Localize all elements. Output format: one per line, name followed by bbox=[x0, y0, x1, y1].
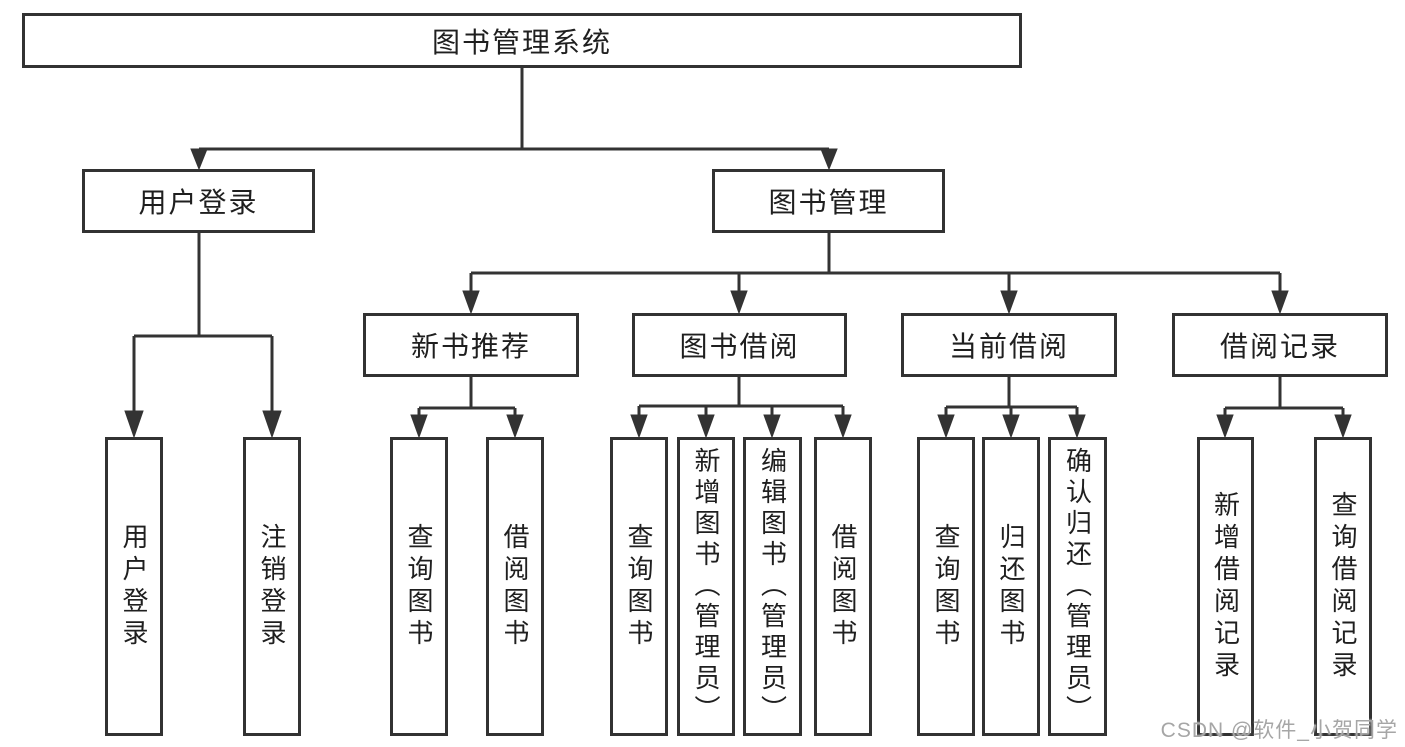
arrowhead bbox=[834, 414, 852, 439]
node-book-mgmt: 图书管理 bbox=[712, 169, 945, 233]
node-borrow-record: 借阅记录 bbox=[1172, 313, 1388, 377]
csdn-watermark: CSDN @软件_小贺同学 bbox=[1160, 719, 1398, 742]
branch-current-borrow bbox=[937, 377, 1086, 439]
branch-root bbox=[190, 68, 838, 171]
node-root: 图书管理系统 bbox=[22, 13, 1022, 68]
leaf-label: 借阅图书 bbox=[500, 522, 530, 651]
leaf-label: 查询图书 bbox=[624, 522, 654, 651]
arrowhead bbox=[630, 414, 648, 439]
branch-book-borrow bbox=[630, 377, 852, 439]
arrowhead bbox=[1068, 414, 1086, 439]
arrowhead bbox=[262, 410, 282, 439]
leaf-add-book-admin: 新增图书（管理员） bbox=[677, 437, 735, 736]
arrowhead bbox=[1334, 414, 1352, 439]
leaf-label: 编辑图书（管理员） bbox=[757, 447, 788, 726]
leaf-edit-book-admin: 编辑图书（管理员） bbox=[743, 437, 802, 736]
arrowhead bbox=[730, 290, 748, 315]
leaf-query-book-recommend: 查询图书 bbox=[390, 437, 448, 736]
node-current-borrow: 当前借阅 bbox=[901, 313, 1117, 377]
arrowhead bbox=[763, 414, 781, 439]
arrowhead bbox=[506, 414, 524, 439]
arrowhead bbox=[1000, 290, 1018, 315]
leaf-borrow-book-recommend: 借阅图书 bbox=[486, 437, 544, 736]
arrowhead bbox=[410, 414, 428, 439]
leaf-query-book-borrow: 查询图书 bbox=[610, 437, 668, 736]
arrowhead bbox=[1271, 290, 1289, 315]
arrowhead bbox=[1216, 414, 1234, 439]
leaf-borrow-book: 借阅图书 bbox=[814, 437, 872, 736]
branch-borrow-record bbox=[1216, 377, 1352, 439]
leaf-label: 查询图书 bbox=[404, 522, 434, 651]
leaf-label: 确认归还（管理员） bbox=[1062, 447, 1093, 726]
leaf-label: 用户登录 bbox=[119, 522, 149, 651]
leaf-label: 查询图书 bbox=[931, 522, 961, 651]
node-user-login: 用户登录 bbox=[82, 169, 315, 233]
leaf-label: 借阅图书 bbox=[828, 522, 858, 651]
leaf-add-borrow-record: 新增借阅记录 bbox=[1197, 437, 1254, 736]
arrowhead bbox=[1002, 414, 1020, 439]
branch-book-mgmt bbox=[462, 233, 1289, 315]
arrowhead bbox=[190, 148, 208, 171]
arrowhead bbox=[124, 410, 144, 439]
arrowhead bbox=[820, 148, 838, 171]
node-book-borrow: 图书借阅 bbox=[632, 313, 847, 377]
branch-user-login bbox=[124, 233, 282, 439]
arrowhead bbox=[697, 414, 715, 439]
leaf-label: 新增图书（管理员） bbox=[691, 447, 721, 726]
leaf-label: 注销登录 bbox=[257, 522, 287, 651]
leaf-query-borrow-record: 查询借阅记录 bbox=[1314, 437, 1372, 736]
leaf-label: 归还图书 bbox=[996, 522, 1026, 651]
node-new-book-rec: 新书推荐 bbox=[363, 313, 579, 377]
leaf-confirm-return-admin: 确认归还（管理员） bbox=[1048, 437, 1107, 736]
arrowhead bbox=[462, 290, 480, 315]
arrowhead bbox=[937, 414, 955, 439]
leaf-label: 新增借阅记录 bbox=[1210, 490, 1241, 683]
leaf-query-book-current: 查询图书 bbox=[917, 437, 975, 736]
leaf-return-book: 归还图书 bbox=[982, 437, 1040, 736]
leaf-user-login: 用户登录 bbox=[105, 437, 163, 736]
leaf-logout: 注销登录 bbox=[243, 437, 301, 736]
leaf-label: 查询借阅记录 bbox=[1328, 490, 1358, 683]
branch-new-book-rec bbox=[410, 377, 524, 439]
